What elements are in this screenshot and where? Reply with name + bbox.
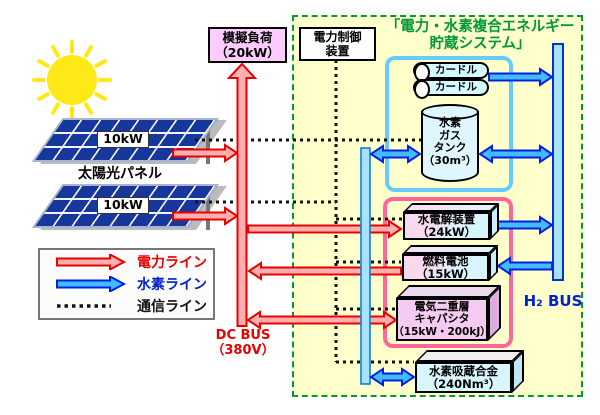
capacitor-label-line1: 電気二重層 xyxy=(414,299,470,313)
solar-panel2-power-label: 10kW xyxy=(97,197,149,214)
legend-row-hydrogen: 水素ライン xyxy=(40,274,213,294)
capacitor-box: 電気二重層 キャパシタ （15kW・200kJ） xyxy=(393,285,501,341)
tank-label-line3: タンク xyxy=(433,141,467,154)
cardle-cylinder-2: カードル xyxy=(413,79,489,99)
comm-line-dotted-icon xyxy=(57,304,111,308)
hydrogen-tank-top xyxy=(421,104,479,120)
solar-panel2-post xyxy=(206,188,210,230)
hydrogen-line-tank-left-arrow xyxy=(369,144,422,164)
hydrogen-line-arrow-icon xyxy=(56,276,127,292)
h2-bus-label: H₂ BUS xyxy=(523,292,583,310)
power-line-capacitor-arrow xyxy=(246,310,398,330)
power-line-arrow-icon xyxy=(56,254,127,270)
legend-comm-label: 通信ライン xyxy=(137,299,207,315)
controller-label-line2: 装置 xyxy=(325,44,350,58)
power-controller-box: 電力制御 装置 xyxy=(299,27,376,61)
fuelcell-label-line2: （15kW） xyxy=(415,266,476,281)
system-title-line2: 貯蔵システム」 xyxy=(429,36,531,52)
box-top-face xyxy=(396,285,501,298)
legend-row-comm: 通信ライン xyxy=(40,296,213,316)
cardle1-label: カードル xyxy=(435,64,477,76)
power-line-from-fuelcell-arrow xyxy=(247,261,402,281)
hydrogen-line-fuelcell-arrow xyxy=(496,256,553,276)
power-line-panel1-arrow xyxy=(172,143,239,163)
solar-panel1-power-label: 10kW xyxy=(97,131,149,148)
load-label-line1: 模擬負荷 xyxy=(222,30,273,45)
cardle2-label: カードル xyxy=(435,81,477,93)
hydrogen-tank-label: 水素 ガス タンク （30m³） xyxy=(421,116,479,167)
controller-label-line1: 電力制御 xyxy=(313,30,362,44)
hydrogen-line-electrolyzer-arrow xyxy=(496,215,554,235)
legend-power-label: 電力ライン xyxy=(137,255,207,271)
tank-label-line1: 水素 xyxy=(439,116,461,129)
sun-disc xyxy=(47,55,97,105)
tank-label-line2: ガス xyxy=(439,128,461,142)
sun-icon xyxy=(32,40,112,120)
power-line-to-electrolyzer-arrow xyxy=(247,219,403,239)
system-title-line1: 「電力・水素複合エネルギー xyxy=(385,19,575,35)
solar-panel1-post xyxy=(206,122,210,164)
sun-ray xyxy=(70,40,74,54)
hydrogen-line-alloy-arrow xyxy=(369,367,416,387)
hydrogen-vertical-line xyxy=(360,147,371,385)
box-top-face xyxy=(415,350,524,362)
hydrogen-line-cardle-arrow xyxy=(488,67,554,87)
alloy-label-line1: 水素吸蔵合金 xyxy=(429,363,498,378)
simulated-load-box: 模擬負荷 （20kW） xyxy=(208,27,287,63)
electrolyzer-box: 水電解装置 （24kW） xyxy=(403,203,499,240)
h2-bus-line xyxy=(552,43,564,281)
hydrogen-storage-group-box xyxy=(385,56,513,192)
load-label-line2: （20kW） xyxy=(215,45,280,60)
capacitor-label-line2: キャパシタ xyxy=(414,312,470,326)
hydrogen-alloy-box: 水素吸蔵合金 （240Nm³） xyxy=(415,350,524,393)
system-title: 「電力・水素複合エネルギー 貯蔵システム」 xyxy=(378,19,582,53)
dc-bus-label: DC BUS （380V） xyxy=(205,328,281,358)
legend-hydrogen-label: 水素ライン xyxy=(137,277,207,293)
box-top-face xyxy=(403,203,499,212)
hydrogen-line-tank-right-arrow xyxy=(478,144,554,164)
power-line-panel2-arrow xyxy=(172,206,239,226)
dc-bus-label-line2: （380V） xyxy=(211,343,275,358)
cylinder-cap xyxy=(414,80,430,99)
dc-bus-label-line1: DC BUS xyxy=(215,328,271,343)
electrolyzer-label-line2: （24kW） xyxy=(416,225,477,239)
cardle-cylinder-1: カードル xyxy=(413,62,489,82)
electrolyzer-label-line1: 水電解装置 xyxy=(417,212,476,226)
fuel-cell-box: 燃料電池 （15kW） xyxy=(402,245,498,281)
hydrogen-tank-body xyxy=(421,111,479,182)
dc-bus-line xyxy=(226,62,258,327)
legend-box: 電力ライン 水素ライン 通信ライン xyxy=(38,248,215,320)
box-top-face xyxy=(402,245,498,254)
fuelcell-label-line1: 燃料電池 xyxy=(422,253,469,268)
legend-row-power: 電力ライン xyxy=(40,252,213,272)
tank-label-line4: （30m³） xyxy=(423,153,477,167)
capacitor-label-line3: （15kW・200kJ） xyxy=(393,325,491,338)
alloy-label-line2: （240Nm³） xyxy=(426,376,501,391)
solar-panel-caption: 太陽光パネル xyxy=(78,166,162,182)
